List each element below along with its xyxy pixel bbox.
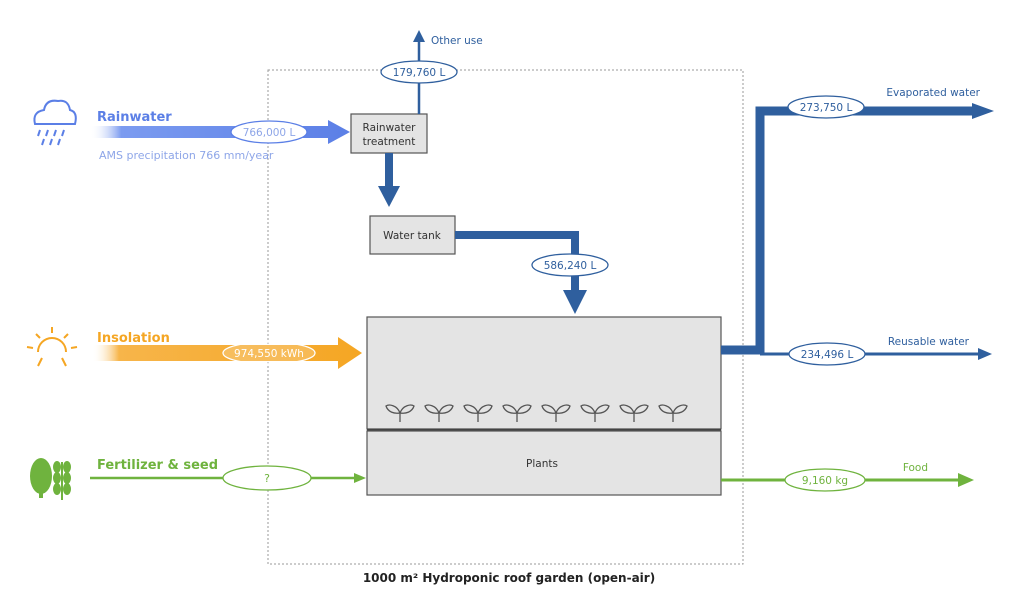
treatment-label-1: Rainwater [363, 122, 417, 134]
evaporated-amount-ellipse [787, 95, 865, 119]
other-use-amount: 179,760 L [393, 67, 446, 79]
system-boundary [267, 69, 744, 565]
insolation-arrow [92, 337, 362, 369]
plants-box [366, 430, 722, 496]
treatment-to-tank-arrowhead [378, 186, 400, 207]
treatment-label-2: treatment [363, 136, 416, 148]
water-tank-label: Water tank [383, 230, 442, 242]
food-amount: 9,160 kg [802, 475, 848, 487]
insolation-amount: 974,550 kWh [234, 348, 304, 360]
garden-water-outflow [721, 106, 975, 355]
evaporated-label: Evaporated water [886, 87, 980, 99]
rainwater-amount: 766,000 L [243, 127, 296, 139]
food-label: Food [903, 462, 928, 474]
sprout-icon [580, 404, 610, 422]
tank-to-garden-arrowhead [563, 290, 587, 314]
treatment-box [350, 113, 428, 154]
fertilizer-label: Fertilizer & seed [97, 458, 218, 473]
sprout-icon [385, 404, 415, 422]
reusable-label: Reusable water [888, 336, 970, 348]
rainwater-amount-ellipse [230, 120, 308, 144]
other-use-arrowhead [413, 30, 425, 42]
sprout-icon [424, 404, 454, 422]
sprout-icon [541, 404, 571, 422]
rain-cloud-icon [33, 99, 77, 146]
evaporated-amount: 273,750 L [800, 102, 853, 114]
wheat-icon [53, 461, 71, 500]
other-use-amount-ellipse [380, 60, 458, 84]
sprout-icon [463, 404, 493, 422]
garden-upper-box [366, 316, 722, 430]
seed-icon [30, 458, 52, 498]
reusable-amount-ellipse [788, 342, 866, 366]
fertilizer-amount-ellipse [222, 465, 312, 491]
fertilizer-amount: ? [264, 472, 270, 485]
food-amount-ellipse [784, 468, 866, 492]
sprout-icon [502, 404, 532, 422]
sprout-icon [619, 404, 649, 422]
reusable-arrowhead [978, 348, 992, 360]
insolation-label: Insolation [97, 331, 170, 346]
plants-label: Plants [526, 458, 558, 470]
other-use-label: Other use [431, 35, 483, 47]
diagram-title: 1000 m² Hydroponic roof garden (open-air… [363, 571, 655, 585]
rainwater-label: Rainwater [97, 110, 172, 125]
evaporated-arrowhead [972, 103, 994, 119]
insolation-amount-ellipse [222, 341, 316, 365]
tank-flow-amount: 586,240 L [544, 260, 597, 272]
fertilizer-arrowhead [354, 473, 366, 483]
water-tank-box [369, 215, 456, 255]
rainwater-note: AMS precipitation 766 mm/year [99, 149, 274, 162]
tank-flow-amount-ellipse [531, 253, 609, 277]
sprout-icon [658, 404, 688, 422]
food-arrowhead [958, 473, 974, 487]
sun-icon [26, 327, 78, 367]
treatment-to-tank-arrow [385, 153, 393, 186]
reusable-amount: 234,496 L [801, 349, 854, 361]
